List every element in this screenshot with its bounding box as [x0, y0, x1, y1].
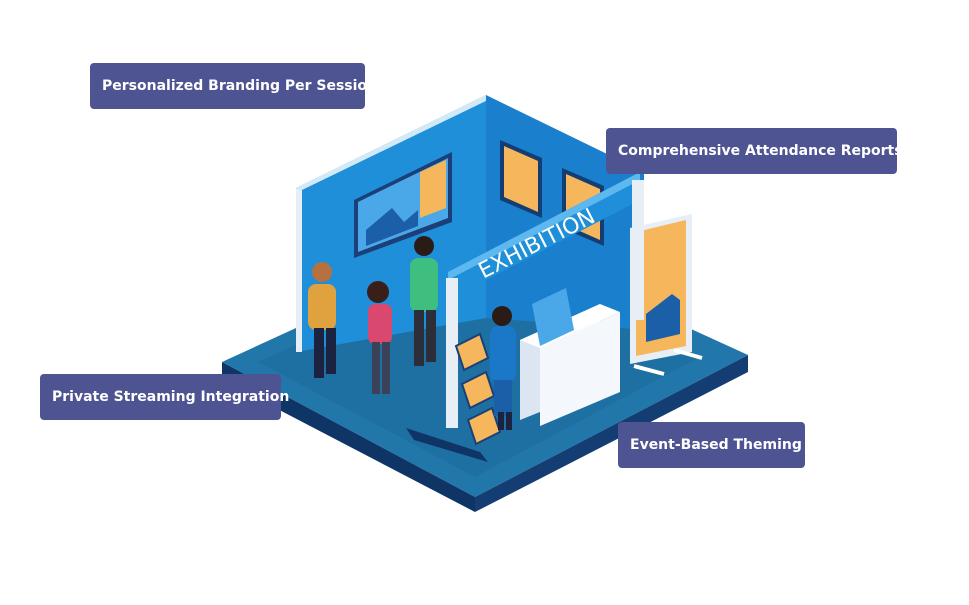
- tv-screen: [354, 152, 452, 258]
- feature-badge-branding: Personalized Branding Per Session: [90, 63, 377, 109]
- feature-badge-streaming: Private Streaming Integration: [40, 374, 289, 420]
- visitor-pink-shirt: [367, 281, 392, 394]
- visitor-green-shirt: [410, 236, 438, 366]
- roll-up-banner: [630, 214, 703, 376]
- feature-badge-theming: Event-Based Theming: [618, 422, 805, 468]
- reception-desk: [520, 288, 620, 426]
- booth-attendant: [490, 306, 516, 430]
- brochure-stand: [406, 332, 502, 462]
- visitor-yellow-shirt: [308, 262, 336, 378]
- feature-badge-attendance: Comprehensive Attendance Reports: [606, 128, 903, 174]
